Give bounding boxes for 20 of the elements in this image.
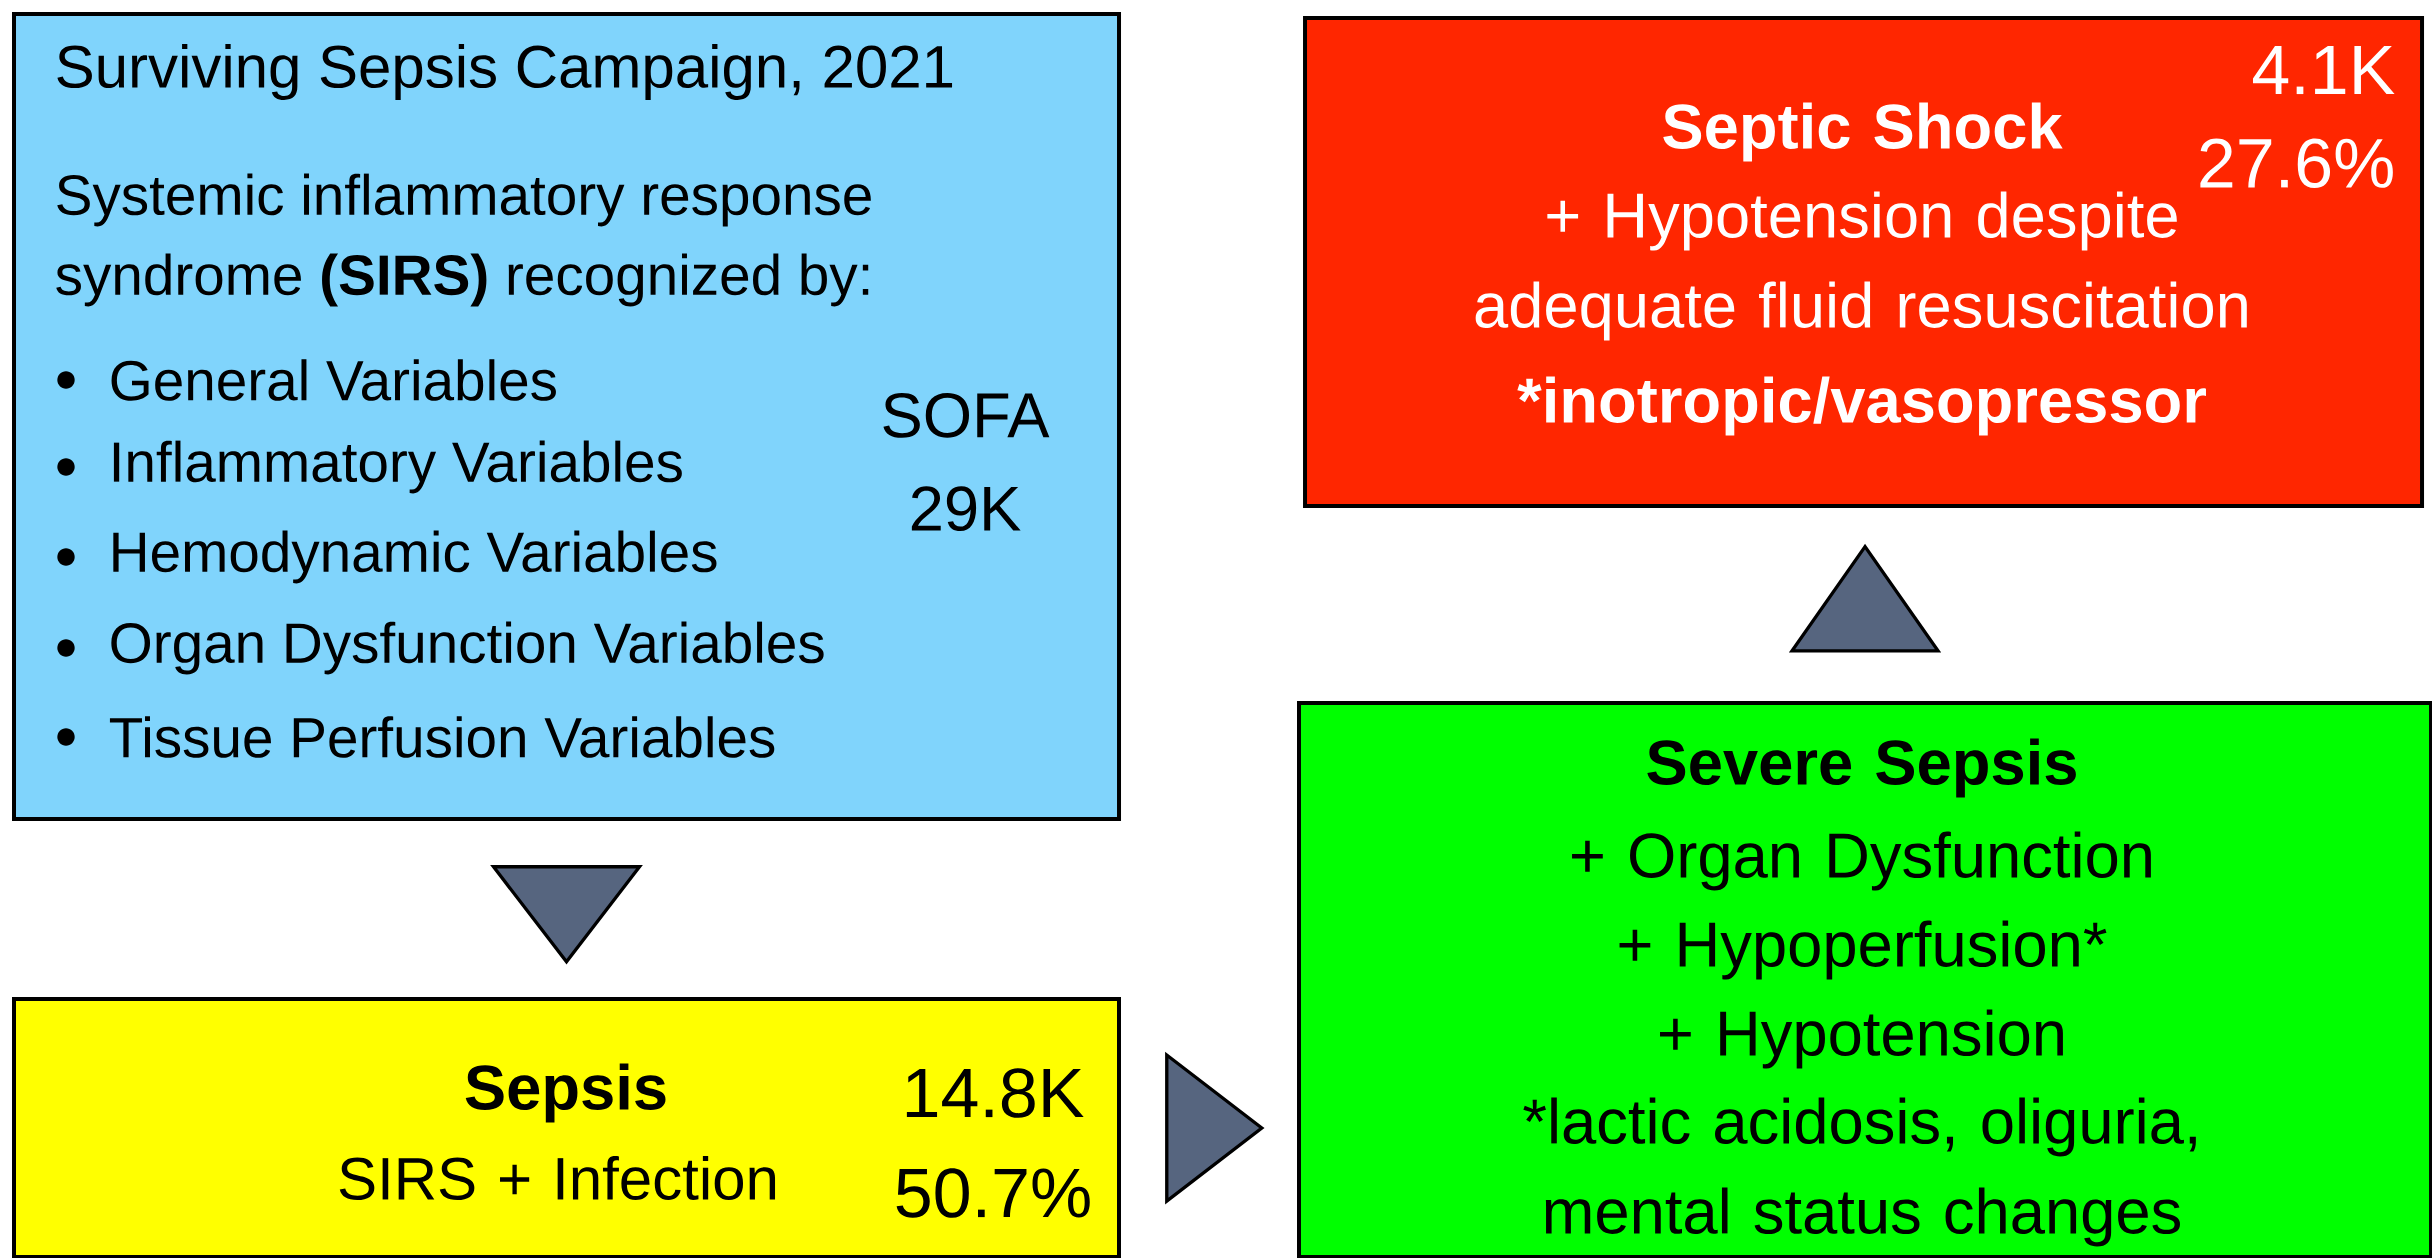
- stat-text: 4.1K 27.6%: [2200, 45, 2395, 189]
- body-text: + Hypotension despite adequate fluid resuscitation: [1475, 191, 2247, 341]
- body-text: Systemic inflammatory response syndrome (SIRS) recognized by:: [56, 173, 871, 307]
- body-text: + Hypoperfusion*: [1619, 920, 2107, 980]
- box-heading: Severe Sepsis: [1647, 738, 2076, 798]
- list-item: General Variables: [111, 359, 556, 401]
- box-heading: Surviving Sepsis Campaign, 2021: [57, 44, 953, 100]
- box-heading: Septic Shock: [1663, 102, 2063, 162]
- body-text: + Organ Dysfunction: [1572, 831, 2151, 891]
- list-item: Organ Dysfunction Variables: [111, 621, 824, 675]
- body-text: *inotropic/vasopressor: [1517, 376, 2206, 436]
- body-text: + Hypotension: [1660, 1009, 2063, 1069]
- list-item: Hemodynamic Variables: [113, 530, 717, 584]
- list-item: Tissue Perfusion Variables: [109, 716, 775, 758]
- box-heading: Sepsis: [465, 1063, 666, 1123]
- list-item: Inflammatory Variables: [113, 440, 682, 494]
- body-text: *lactic acidosis, oliguria, mental status changes: [1523, 1097, 2196, 1247]
- body-text: SIRS + Infection: [339, 1155, 776, 1201]
- stat-text: SOFA 29K: [883, 392, 1050, 532]
- stat-text: 14.8K 50.7%: [896, 1068, 1090, 1218]
